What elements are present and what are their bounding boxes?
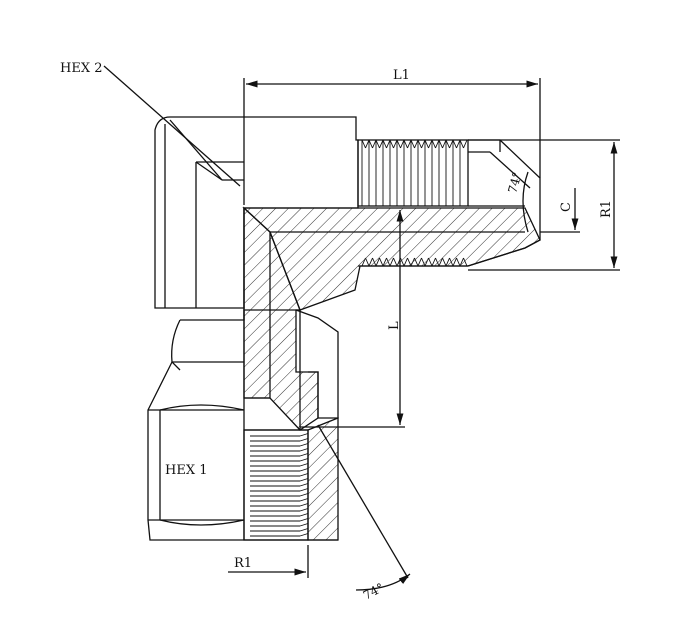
l1-label: L1 — [393, 68, 410, 83]
female-thread-tooth — [299, 463, 309, 467]
thread-tooth — [386, 139, 391, 149]
thread-tooth — [417, 139, 422, 149]
female-thread-tooth — [299, 433, 309, 437]
l-label: L — [387, 321, 402, 330]
r1-right-label: R1 — [599, 200, 614, 218]
angle-bottom-label: 74° — [361, 580, 386, 602]
thread-tooth — [365, 139, 370, 149]
angle-top-label: 74° — [505, 171, 524, 195]
bore — [243, 208, 525, 399]
thread-tooth — [431, 139, 436, 149]
c-label: C — [559, 202, 574, 212]
thread-tooth — [410, 139, 415, 149]
thread-tooth — [389, 139, 394, 149]
thread-tooth — [382, 139, 387, 149]
female-thread-tooth — [299, 493, 309, 497]
thread-tooth — [372, 139, 377, 149]
female-thread-tooth — [299, 448, 309, 452]
thread-tooth — [449, 139, 454, 149]
thread-tooth — [379, 139, 384, 149]
female-thread-tooth — [299, 523, 309, 527]
dim-l — [300, 210, 405, 428]
female-thread-tooth — [299, 528, 309, 532]
thread-tooth — [421, 139, 426, 149]
hex2-label: HEX 2 — [60, 61, 103, 76]
dim-r1-right — [468, 139, 620, 271]
thread-tooth — [445, 139, 450, 149]
thread-tooth — [438, 139, 443, 149]
female-thread-tooth — [299, 503, 309, 507]
thread-tooth — [396, 139, 401, 149]
dim-l1 — [243, 78, 541, 205]
female-thread — [243, 417, 339, 541]
thread-tooth — [459, 139, 464, 149]
hex1-label: HEX 1 — [165, 463, 208, 478]
dim-r1-bottom — [228, 545, 309, 578]
hex2-leader — [103, 65, 241, 187]
female-thread-tooth — [299, 438, 309, 442]
thread-tooth — [361, 139, 366, 149]
thread-tooth — [435, 139, 440, 149]
r1-bottom-label: R1 — [234, 556, 252, 571]
thread-tooth — [442, 139, 447, 149]
female-thread-tooth — [299, 458, 309, 462]
thread-tooth — [456, 139, 461, 149]
female-thread-tooth — [299, 533, 309, 537]
female-thread-tooth — [299, 498, 309, 502]
female-thread-tooth — [299, 518, 309, 522]
female-thread-tooth — [299, 468, 309, 472]
female-thread-tooth — [299, 473, 309, 477]
female-thread-tooth — [299, 508, 309, 512]
thread-tooth — [424, 139, 429, 149]
female-thread-tooth — [299, 488, 309, 492]
thread-tooth — [403, 139, 408, 149]
female-thread-tooth — [299, 513, 309, 517]
dim-c — [540, 188, 580, 233]
thread-tooth — [463, 139, 468, 149]
thread-tooth — [400, 139, 405, 149]
female-thread-tooth — [299, 478, 309, 482]
thread-tooth — [375, 139, 380, 149]
thread-tooth — [452, 139, 457, 149]
female-thread-tooth — [299, 453, 309, 457]
female-thread-tooth — [299, 483, 309, 487]
thread-tooth — [407, 139, 412, 149]
female-thread-tooth — [299, 443, 309, 447]
angle-leader-bottom — [317, 424, 411, 591]
thread-tooth — [414, 139, 419, 149]
thread-tooth — [368, 139, 373, 149]
angle-arc-top — [522, 171, 529, 233]
thread-tooth — [393, 139, 398, 149]
thread-tooth — [428, 139, 433, 149]
